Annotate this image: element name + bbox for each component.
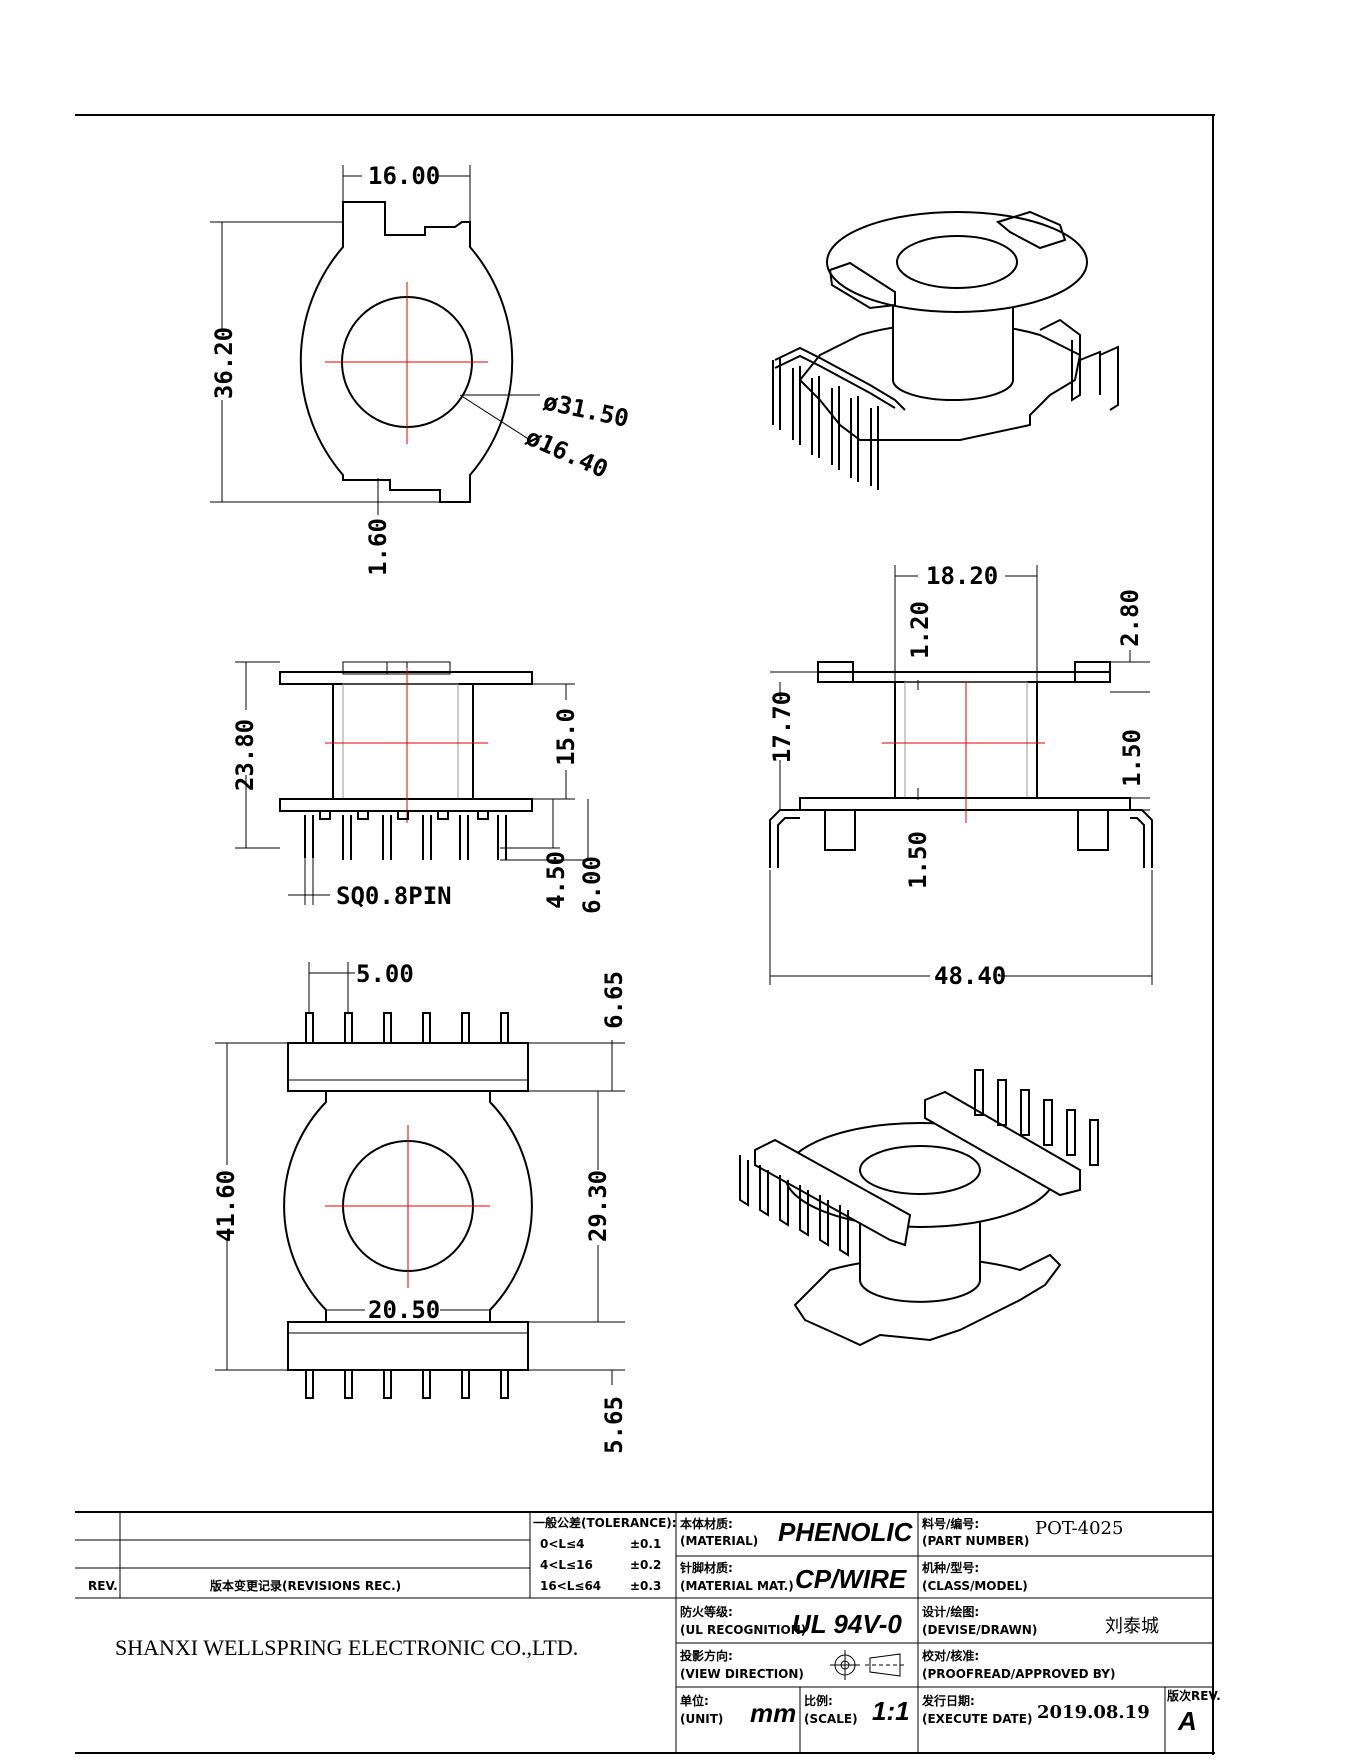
revisions-rev-label: REV.: [88, 1579, 118, 1593]
dim-front-flange-top: 1.20: [906, 601, 934, 659]
dim-front-width: 18.20: [926, 562, 998, 590]
dim-top-notch: 1.60: [364, 518, 392, 576]
view-direction-label-en: (VIEW DIRECTION): [680, 1667, 804, 1681]
ul-label-cn: 防火等级:: [680, 1604, 733, 1619]
part-number-label-cn: 料号/编号:: [922, 1516, 979, 1531]
tolerance-range-1: 0<L≤4: [540, 1537, 584, 1551]
dim-side-height: 23.80: [231, 719, 259, 791]
isometric-view-bottom: [739, 1069, 1099, 1347]
drawn-label-cn: 设计/绘图:: [922, 1604, 979, 1619]
scale-value: 1:1: [872, 1696, 910, 1726]
ul-label-en: (UL RECOGNITION): [680, 1623, 806, 1637]
pin-material-value: CP/WIRE: [795, 1564, 907, 1594]
ul-value: UL 94V-0: [792, 1609, 902, 1639]
pin-material-label-cn: 针脚材质:: [680, 1560, 733, 1575]
version-value: A: [1177, 1706, 1197, 1736]
unit-label-cn: 单位:: [680, 1693, 709, 1708]
dim-bottom-width: 20.50: [368, 1296, 440, 1324]
top-view: [210, 165, 540, 515]
tolerance-range-3: 16<L≤64: [540, 1579, 601, 1593]
bottom-view: [215, 962, 625, 1399]
execute-date-label-en: (EXECUTE DATE): [922, 1712, 1032, 1726]
class-model-label-cn: 机种/型号:: [922, 1560, 979, 1575]
side-view: [235, 661, 595, 905]
tolerance-value-1: ±0.1: [630, 1537, 661, 1551]
dim-side-pin-b: 6.00: [578, 856, 606, 914]
isometric-view-top: [772, 210, 1119, 490]
proofread-label-en: (PROOFREAD/APPROVED BY): [922, 1667, 1115, 1681]
dim-bottom-pitch: 5.00: [356, 960, 414, 988]
version-label: 版次REV.: [1167, 1688, 1221, 1703]
proofread-label-cn: 校对/核准:: [922, 1648, 979, 1663]
tolerance-value-2: ±0.2: [630, 1558, 661, 1572]
dim-top-inner-diameter: ø16.40: [522, 423, 613, 484]
execute-date-label-cn: 发行日期:: [921, 1693, 975, 1708]
company-name: SHANXI WELLSPRING ELECTRONIC CO.,LTD.: [115, 1635, 578, 1660]
unit-label-en: (UNIT): [680, 1712, 723, 1726]
tolerance-title: 一般公差(TOLERANCE):: [533, 1515, 677, 1530]
dim-bottom-pin-top: 6.65: [600, 971, 628, 1029]
scale-label-en: (SCALE): [804, 1712, 858, 1726]
part-number-label-en: (PART NUMBER): [922, 1534, 1029, 1548]
drawing-frame: [75, 114, 1215, 1755]
dim-bottom-pin-bottom: 5.65: [600, 1396, 628, 1454]
material-value: PHENOLIC: [778, 1517, 914, 1547]
material-label-cn: 本体材质:: [680, 1516, 733, 1531]
tolerance-value-3: ±0.3: [630, 1579, 661, 1593]
dim-front-flange-right: 1.50: [1118, 729, 1146, 787]
title-block-lines: [75, 1511, 1213, 1753]
tolerance-range-2: 4<L≤16: [540, 1558, 593, 1572]
part-number-value: POT-4025: [1035, 1518, 1123, 1539]
dim-front-tab: 2.80: [1116, 589, 1144, 647]
execute-date-value: 2019.08.19: [1037, 1702, 1150, 1723]
revisions-record-label: 版本变更记录(REVISIONS REC.): [210, 1578, 401, 1593]
scale-label-cn: 比例:: [804, 1693, 833, 1708]
drawn-label-en: (DEVISE/DRAWN): [922, 1623, 1037, 1637]
dim-bottom-body: 29.30: [584, 1170, 612, 1242]
material-label-en: (MATERIAL): [680, 1534, 758, 1548]
dim-pin-size: SQ0.8PIN: [336, 882, 452, 910]
dim-top-height: 36.20: [210, 327, 238, 399]
dim-side-winding: 15.0: [552, 708, 580, 766]
dim-top-outer-diameter: ø31.50: [541, 387, 632, 432]
dim-front-flange-bottom: 1.50: [904, 831, 932, 889]
pin-material-label-en: (MATERIAL MAT.): [680, 1579, 794, 1593]
dim-bottom-height: 41.60: [212, 1170, 240, 1242]
class-model-label-en: (CLASS/MODEL): [922, 1579, 1028, 1593]
unit-value: mm: [750, 1698, 796, 1728]
view-direction-label-cn: 投影方向:: [680, 1648, 733, 1663]
projection-symbol-icon: [830, 1650, 905, 1680]
front-view: [769, 565, 1153, 985]
drawn-value: 刘泰城: [1105, 1616, 1159, 1637]
dim-front-total-width: 48.40: [934, 962, 1006, 990]
dim-front-height: 17.70: [768, 691, 796, 763]
dim-side-pin-a: 4.50: [542, 851, 570, 909]
dim-top-width: 16.00: [368, 162, 440, 190]
